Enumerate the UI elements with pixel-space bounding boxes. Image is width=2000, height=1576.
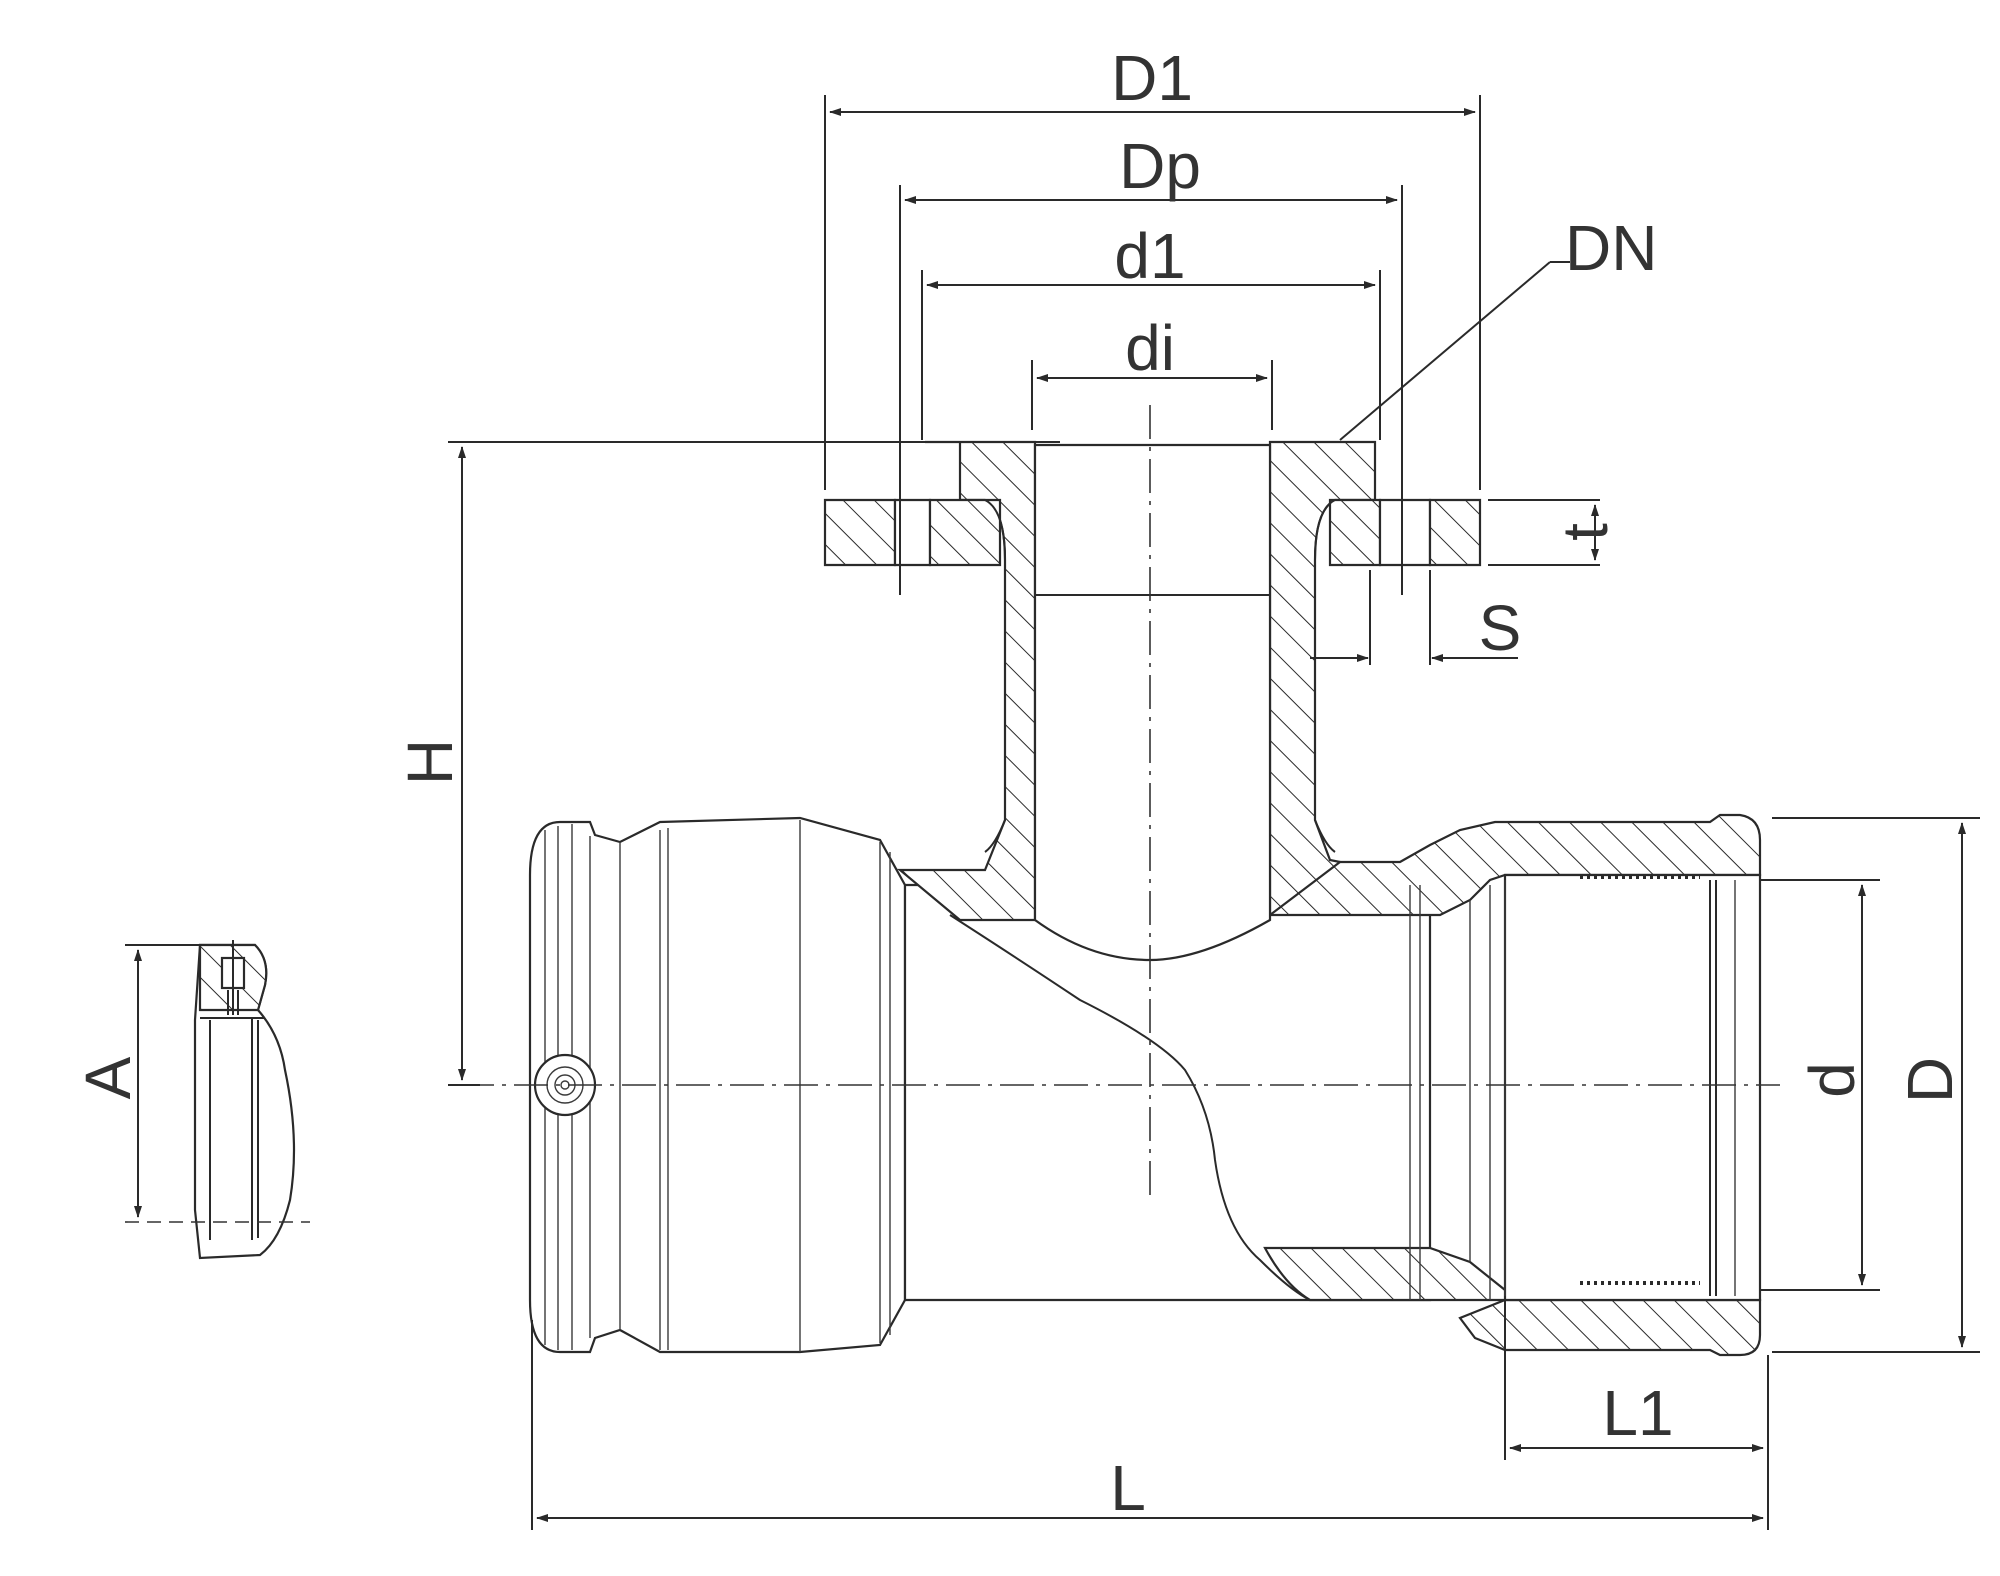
heating-wire (1580, 875, 1700, 1285)
label-di: di (1125, 312, 1175, 384)
socket-bore (1503, 873, 1762, 1302)
dimension-d1: d1 (921, 220, 1381, 440)
leader-DN: DN (1339, 212, 1657, 441)
label-H: H (394, 739, 466, 785)
label-t: t (1549, 523, 1621, 541)
label-S: S (1479, 592, 1522, 664)
socket-bore-lines (1409, 880, 1736, 1300)
label-D: D (1894, 1057, 1966, 1103)
socket-upper-wall-section (1268, 813, 1762, 917)
dimension-L1: L1 (1504, 1300, 1769, 1460)
dimension-H: H (394, 441, 1060, 1086)
label-DN: DN (1565, 212, 1657, 284)
main-pipe (528, 813, 1762, 1357)
dimension-D1: D1 (824, 42, 1481, 490)
flange-left (823, 498, 1002, 567)
dimension-D: D (1772, 817, 1980, 1353)
label-A: A (72, 1056, 144, 1099)
dimension-S: S (1310, 570, 1521, 665)
label-d: d (1796, 1062, 1868, 1098)
label-d1: d1 (1114, 220, 1185, 292)
branch-intersection-curve (949, 914, 1311, 1301)
flange-right (1328, 498, 1482, 567)
dimension-t: t (1488, 499, 1621, 566)
label-L1: L1 (1602, 1377, 1673, 1449)
branch-outlet (823, 440, 1482, 962)
main-lower-wall-section (1263, 1246, 1512, 1302)
label-L: L (1110, 1452, 1146, 1524)
dimension-A: A (72, 944, 200, 1218)
label-D1: D1 (1111, 42, 1193, 114)
terminal-detail-view (125, 940, 310, 1260)
branch-bore (1033, 443, 1272, 962)
spigot-rings (544, 820, 891, 1352)
dimension-d: d (1760, 879, 1880, 1291)
left-spigot-end (528, 816, 907, 1354)
dimension-L: L (531, 1320, 1769, 1530)
dimension-di: di (1031, 312, 1273, 430)
dimension-Dp: Dp (899, 130, 1403, 595)
label-Dp: Dp (1119, 130, 1201, 202)
